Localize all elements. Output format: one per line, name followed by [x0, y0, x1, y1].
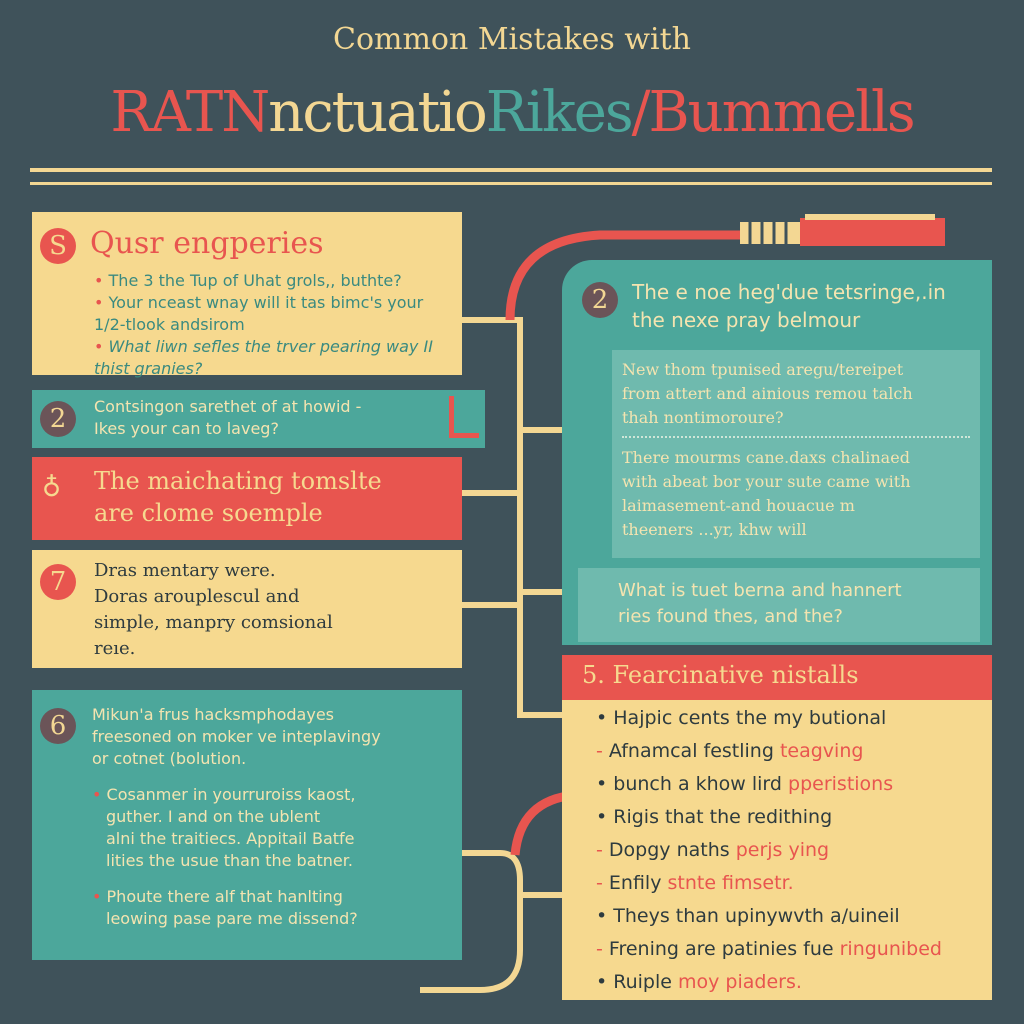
item-highlight: teagving: [779, 740, 864, 762]
list-item: What liwn sefles the trver pearing way I…: [94, 336, 454, 380]
bullet: •: [596, 806, 608, 828]
apple-icon: ♁: [42, 473, 62, 503]
card-2: 2 Contsingon sarethet of at howid - Ikes…: [32, 390, 485, 448]
item-text: Enfily: [608, 872, 668, 894]
title-seg: nctuatio: [268, 80, 488, 145]
stairs-icon: [449, 396, 479, 438]
card-title: Qusr engperies: [90, 226, 324, 261]
text-line: Contsingon sarethet of at howid -: [94, 397, 362, 416]
title-seg: RATN: [110, 80, 270, 145]
text-line: guther. I and on the ublent: [106, 807, 321, 826]
bullet: •: [596, 905, 608, 927]
text-line: ries found thes, and the?: [618, 606, 843, 627]
list-header: 5. Fearcinative nistalls: [562, 655, 992, 700]
title-seg: Rikes: [485, 80, 634, 145]
inner-note: New thom tpunised aregu/tereipet from at…: [612, 350, 980, 558]
text-line: the nexe pray belmour: [632, 308, 861, 332]
list-item: • bunch a khow lird pperistions: [596, 768, 992, 801]
text-line: simple, manpry comsional: [94, 612, 333, 633]
text-line: thah nontimoroure?: [622, 408, 784, 427]
title-line1: Common Mistakes with: [333, 22, 691, 57]
list-item: - Enfily stnte fimsetr.: [596, 867, 992, 900]
text-line: Mikun'a frus hacksmphodayes: [92, 705, 334, 724]
item-text: Afnamcal festling: [608, 740, 780, 762]
divider: [30, 182, 992, 185]
item-text: bunch a khow lird: [613, 773, 789, 795]
list-item: • Hajpic cents the my butional: [596, 702, 992, 735]
main-title: RATNnctuatioRikes/Bummells: [0, 80, 1024, 145]
item-highlight: moy piaders.: [678, 971, 802, 993]
text-line: The maichating tomslte: [94, 467, 382, 495]
item-text: Dopgy naths: [608, 839, 736, 861]
text-line: What is tuet berna and hannert: [618, 580, 902, 601]
text-line: There mourms cane.daxs chalinaed: [622, 448, 910, 467]
item-highlight: perjs ying: [735, 839, 830, 861]
item-highlight: stnte fimsetr.: [667, 872, 794, 894]
text-line: laimasement-and houacue m: [622, 496, 855, 515]
question-box: What is tuet berna and hannert ries foun…: [578, 568, 980, 642]
number-badge: 2: [582, 282, 618, 318]
list-item: - Afnamcal festling teagving: [596, 735, 992, 768]
text-line: or cotnet (bolution.: [92, 749, 247, 768]
text-line: alni the traitiecs. Appitail Batfe: [106, 829, 355, 848]
list-item: The 3 the Tup of Uhat grols,, buthte?: [94, 270, 454, 292]
text-line: Dras mentary were.: [94, 560, 276, 581]
bullet: -: [596, 872, 603, 894]
list-item: • Theys than upinywvth a/uineil: [596, 900, 992, 933]
list-item: • Ruiple moy piaders.: [596, 966, 992, 999]
text-line: leowing pase pare me dissend?: [106, 909, 358, 928]
item-text: Theys than upinywvth a/uineil: [613, 905, 900, 927]
item-text: Hajpic cents the my butional: [613, 707, 887, 729]
text-line: from attert and ainious remou talch: [622, 384, 913, 403]
bullet: -: [596, 938, 603, 960]
bullet: •: [596, 707, 608, 729]
text-line: The e noe heg'due tetsringe,.in: [632, 280, 946, 304]
text-line: New thom tpunised aregu/tereipet: [622, 360, 904, 379]
list-item: • Rigis that the redithing: [596, 801, 992, 834]
bullet: •: [596, 971, 608, 993]
list-item: - Dopgy naths perjs ying: [596, 834, 992, 867]
item-text: Frening are patinies fue: [608, 938, 840, 960]
right-panel: 2 The e noe heg'due tetsringe,.in the ne…: [562, 260, 992, 645]
text-line: reıe.: [94, 638, 136, 659]
bullet: -: [596, 740, 603, 762]
card-5: 6 Mikun'a frus hacksmphodayes freesoned …: [32, 690, 462, 960]
text-line: lities the usue than the batner.: [106, 851, 353, 870]
item-highlight: pperistions: [788, 773, 894, 795]
text-line: theeners ...yr, khw will: [622, 520, 807, 539]
bullet: -: [596, 839, 603, 861]
title-seg: /Bummells: [631, 80, 916, 145]
card-1: S Qusr engperies The 3 the Tup of Uhat g…: [32, 212, 462, 378]
text-line: Doras arouplescul and: [94, 586, 300, 607]
number-badge: S: [40, 228, 76, 264]
text-line: are clome soemple: [94, 499, 323, 527]
text-line: Phoute there alf that hanlting: [92, 886, 457, 908]
text-line: Ikes your can to laveg?: [94, 419, 279, 438]
number-badge: 6: [40, 708, 76, 744]
item-text: Rigis that the redithing: [613, 806, 833, 828]
pen-icon: [740, 214, 945, 246]
list-item: - Frening are patinies fue ringunibed: [596, 933, 992, 966]
bullet: •: [596, 773, 608, 795]
divider: [30, 168, 992, 172]
mistakes-list-card: 5. Fearcinative nistalls • Hajpic cents …: [562, 655, 992, 1000]
card-3: ♁ The maichating tomslte are clome soemp…: [32, 457, 462, 540]
item-text: Ruiple: [613, 971, 679, 993]
card-4: 7 Dras mentary were. Doras arouplescul a…: [32, 550, 462, 668]
text-line: freesoned on moker ve inteplavingy: [92, 727, 381, 746]
text-line: Cosanmer in yourruroiss kaost,: [92, 784, 457, 806]
number-badge: 7: [40, 564, 76, 600]
item-highlight: ringunibed: [839, 938, 942, 960]
text-line: with abeat bor your sute came with: [622, 472, 911, 491]
number-badge: 2: [40, 401, 76, 437]
list-item: Your nceast wnay will it tas bimc's your…: [94, 292, 454, 336]
